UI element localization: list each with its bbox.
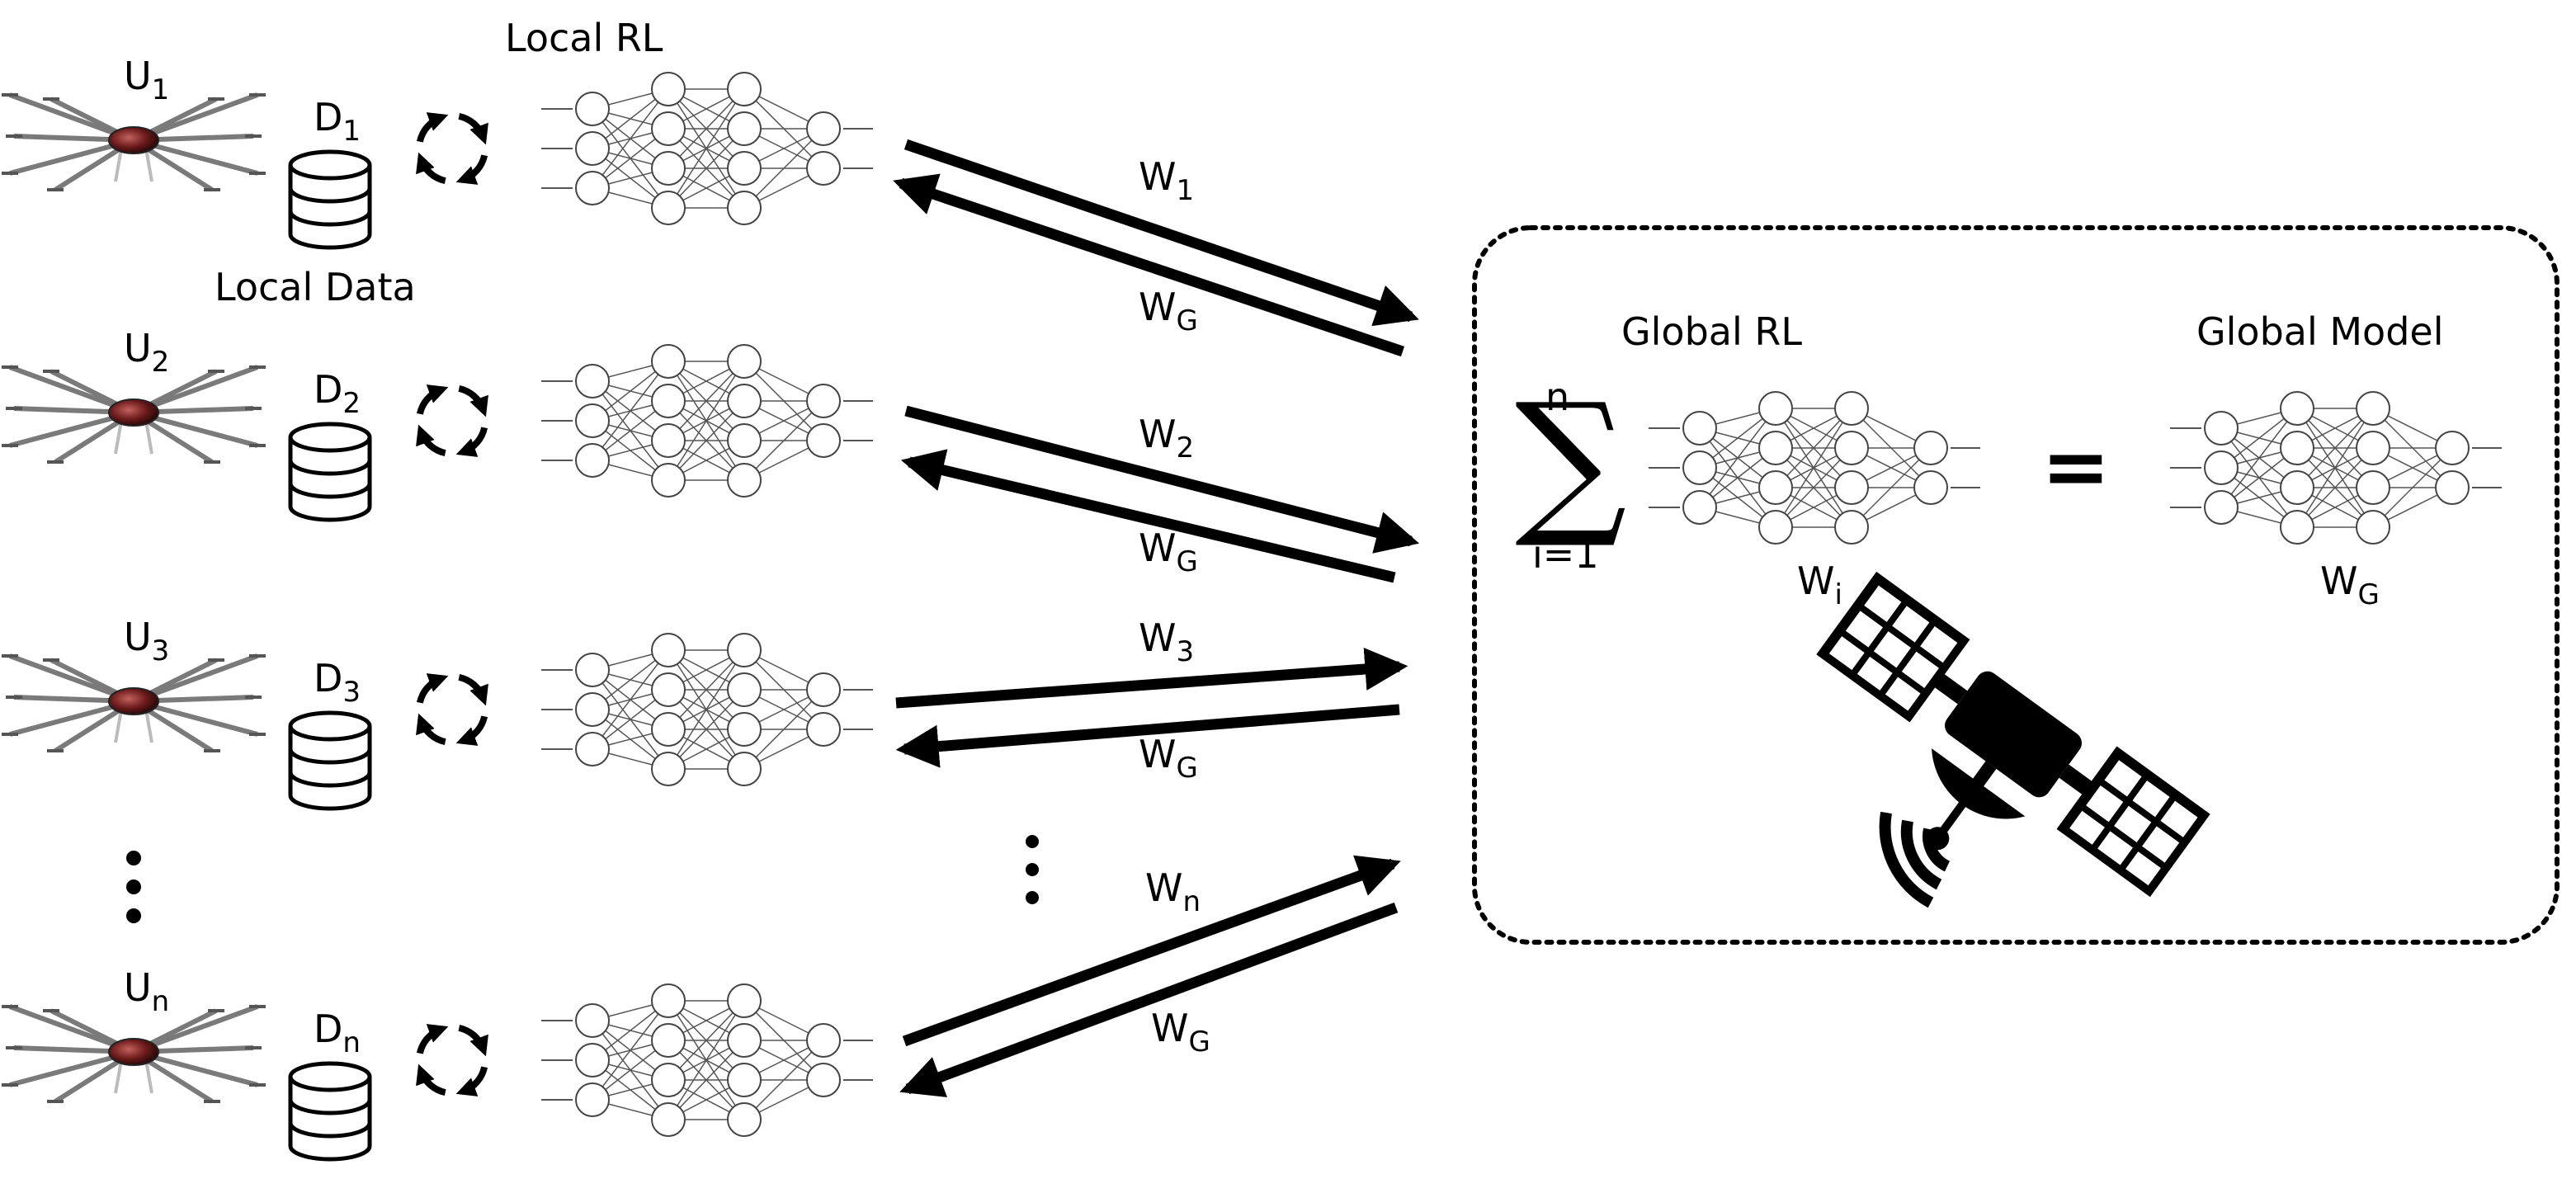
global-rl-network bbox=[1649, 391, 1980, 545]
upload-arrow bbox=[895, 648, 1408, 709]
sum-upper-limit: n bbox=[1545, 375, 1569, 419]
weight-exchange-arrows bbox=[893, 139, 1420, 1097]
dataset-label: D1 bbox=[314, 95, 361, 148]
local-network bbox=[541, 344, 873, 498]
local-weight-label: Wn bbox=[1145, 865, 1201, 918]
upload-arrow bbox=[902, 855, 1401, 1047]
global-model-network bbox=[2170, 391, 2502, 545]
local-rl-label: Local RL bbox=[505, 16, 663, 60]
sum-lower-limit: i=1 bbox=[1532, 532, 1599, 577]
wg-global-label: WG bbox=[2320, 559, 2380, 611]
sigma-symbol: ∑ bbox=[1515, 370, 1627, 552]
drone-icon bbox=[2, 92, 266, 192]
global-weight-label: WG bbox=[1151, 1006, 1210, 1059]
equals-sign: = bbox=[2041, 418, 2111, 515]
wi-label: Wi bbox=[1797, 559, 1842, 611]
database-icon bbox=[288, 710, 372, 811]
local-weight-label: W3 bbox=[1139, 615, 1194, 668]
download-arrow bbox=[893, 173, 1405, 357]
global-weight-label: WG bbox=[1139, 732, 1198, 785]
satellite-icon bbox=[1816, 571, 2210, 898]
local-network bbox=[541, 983, 873, 1137]
upload-arrow bbox=[903, 139, 1419, 327]
arrow-ellipsis bbox=[1026, 835, 1039, 904]
server-box bbox=[1472, 225, 2559, 945]
local-weight-label: W2 bbox=[1139, 412, 1194, 465]
local-data-label: Local Data bbox=[215, 265, 416, 309]
dataset-label: Dn bbox=[314, 1007, 361, 1059]
global-weight-label: WG bbox=[1139, 285, 1198, 337]
signal-waves-icon bbox=[1879, 811, 1951, 908]
client-label: U1 bbox=[124, 54, 169, 106]
global-weight-label: WG bbox=[1139, 526, 1198, 578]
client-label: U2 bbox=[124, 326, 169, 379]
local-network bbox=[541, 72, 873, 225]
local-training-cycle-icon bbox=[416, 384, 488, 457]
download-arrow bbox=[895, 704, 1400, 768]
database-icon bbox=[288, 422, 372, 522]
dataset-label: D2 bbox=[314, 367, 361, 420]
local-training-cycle-icon bbox=[416, 1024, 488, 1096]
global-model-label: Global Model bbox=[2196, 309, 2443, 354]
drone-icon bbox=[2, 653, 266, 753]
drone-icon bbox=[2, 365, 266, 465]
local-training-cycle-icon bbox=[416, 673, 488, 746]
local-weight-label: W1 bbox=[1139, 154, 1194, 207]
client-ellipsis bbox=[126, 851, 141, 923]
client-label: Un bbox=[124, 965, 169, 1018]
database-icon bbox=[288, 149, 372, 250]
local-training-cycle-icon bbox=[416, 112, 488, 185]
download-arrow bbox=[900, 449, 1396, 583]
database-icon bbox=[288, 1061, 372, 1162]
client-label: U3 bbox=[124, 615, 169, 667]
local-network bbox=[541, 633, 873, 786]
dataset-label: D3 bbox=[314, 656, 361, 709]
drone-icon bbox=[2, 1004, 266, 1104]
global-networks bbox=[1649, 391, 2502, 545]
upload-arrow bbox=[904, 405, 1420, 554]
download-arrow bbox=[899, 902, 1399, 1097]
global-rl-label: Global RL bbox=[1621, 309, 1802, 354]
